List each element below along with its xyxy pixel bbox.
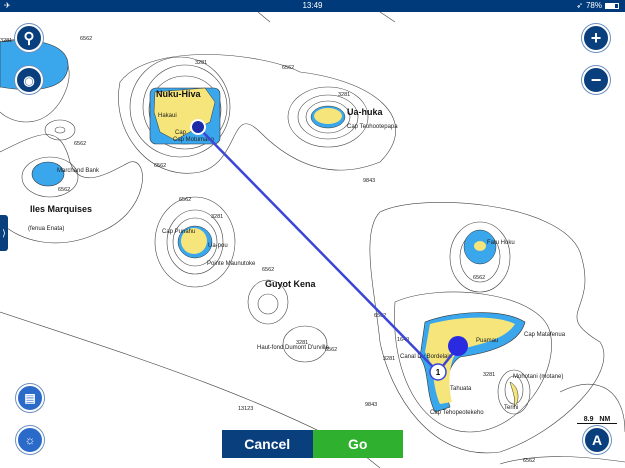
- svg-text:3281: 3281: [296, 340, 308, 346]
- svg-text:Canal Du Bordelais: Canal Du Bordelais: [400, 354, 452, 360]
- svg-text:Cap: Cap: [175, 130, 187, 136]
- svg-text:6562: 6562: [262, 267, 274, 273]
- route-line: [197, 126, 439, 373]
- svg-text:Cap Teohootepapa: Cap Teohootepapa: [347, 124, 398, 130]
- svg-text:Hakaui: Hakaui: [158, 113, 177, 119]
- svg-text:Mohotani (motane): Mohotani (motane): [513, 374, 563, 380]
- svg-text:13123: 13123: [238, 406, 253, 412]
- depth-labels: 3281 6562 3281 6562 3281 6562 6562 6562 …: [0, 36, 535, 464]
- svg-text:6562: 6562: [473, 275, 485, 281]
- svg-text:3281: 3281: [0, 38, 12, 44]
- svg-text:Pointe Maunutoke: Pointe Maunutoke: [207, 261, 256, 267]
- route-actions: Cancel Go: [222, 430, 403, 458]
- svg-text:Cap Motumano: Cap Motumano: [173, 137, 215, 143]
- svg-text:Marchand Bank: Marchand Bank: [57, 168, 100, 174]
- depth-contours: [0, 12, 625, 468]
- status-bar: ✈ 13:49 ➶78%: [0, 0, 625, 12]
- plus-icon: +: [590, 28, 602, 48]
- place-labels: Nuku-Hiva Hakaui Cap Cap Motumano Ua-huk…: [28, 89, 566, 416]
- scale-bar: 8.9 NM: [577, 416, 617, 424]
- svg-text:1640: 1640: [397, 337, 409, 343]
- search-button[interactable]: ⚲: [15, 24, 43, 52]
- svg-text:Terihi: Terihi: [504, 405, 518, 411]
- layers-icon: ▤: [24, 391, 36, 405]
- svg-text:Ua-pou: Ua-pou: [208, 243, 228, 249]
- svg-text:Nuku-Hiva: Nuku-Hiva: [156, 89, 202, 99]
- scale-unit: NM: [599, 416, 611, 423]
- svg-text:6562: 6562: [325, 347, 337, 353]
- clock: 13:49: [302, 1, 323, 10]
- svg-text:6562: 6562: [154, 163, 166, 169]
- svg-text:Haut-fond Dumont D'urville: Haut-fond Dumont D'urville: [257, 345, 330, 351]
- waypoint-label: 1: [436, 368, 441, 377]
- fatu-huku-island: [463, 229, 497, 265]
- start-marker-icon[interactable]: [190, 119, 206, 135]
- battery-percent: 78%: [585, 1, 602, 10]
- destination-marker[interactable]: [448, 336, 468, 356]
- svg-text:3281: 3281: [195, 60, 207, 66]
- svg-text:Guyot Kena: Guyot Kena: [265, 279, 317, 289]
- measure-button[interactable]: A: [583, 426, 611, 454]
- svg-text:3281: 3281: [338, 92, 350, 98]
- svg-text:Iles Marquises: Iles Marquises: [30, 204, 92, 214]
- svg-text:Cap Matafenua: Cap Matafenua: [524, 332, 566, 338]
- mohotani-island: [509, 381, 519, 408]
- svg-text:Cap Tehopeotekeho: Cap Tehopeotekeho: [430, 410, 484, 416]
- compass-button[interactable]: ☼: [16, 426, 44, 454]
- airplane-icon: ✈: [4, 1, 11, 10]
- side-panel-handle[interactable]: ⟩: [0, 215, 8, 251]
- svg-text:Tahuata: Tahuata: [450, 386, 472, 392]
- svg-text:Puamau: Puamau: [476, 338, 498, 344]
- go-button[interactable]: Go: [312, 430, 403, 458]
- nautical-chart[interactable]: 3281 6562 3281 6562 3281 6562 6562 6562 …: [0, 12, 625, 468]
- battery-icon: [605, 2, 619, 9]
- scale-value: 8.9: [583, 416, 594, 423]
- svg-text:(fenua Enata): (fenua Enata): [28, 226, 64, 232]
- svg-text:3281: 3281: [211, 214, 223, 220]
- svg-text:3281: 3281: [383, 356, 395, 362]
- marchand-bank-shoal: [31, 161, 65, 187]
- zoom-in-button[interactable]: +: [582, 24, 610, 52]
- location-arrow-icon: ➶: [576, 1, 583, 10]
- layers-button[interactable]: ▤: [16, 384, 44, 412]
- svg-text:6562: 6562: [523, 458, 535, 464]
- svg-text:6562: 6562: [58, 187, 70, 193]
- svg-text:9843: 9843: [365, 402, 377, 408]
- svg-text:6562: 6562: [74, 141, 86, 147]
- svg-text:6562: 6562: [80, 36, 92, 42]
- svg-text:9843: 9843: [363, 178, 375, 184]
- cancel-button[interactable]: Cancel: [222, 430, 313, 458]
- divider-compass-icon: A: [591, 432, 603, 448]
- ua-pou-island: [177, 225, 213, 259]
- svg-text:6562: 6562: [282, 65, 294, 71]
- compass-icon: ☼: [24, 433, 36, 447]
- camera-button[interactable]: ◉: [15, 66, 43, 94]
- svg-text:Fatu Huku: Fatu Huku: [487, 240, 515, 246]
- svg-text:6562: 6562: [374, 313, 386, 319]
- waypoint-marker[interactable]: [429, 363, 447, 381]
- svg-text:Ua-huka: Ua-huka: [347, 107, 384, 117]
- search-icon: ⚲: [23, 29, 35, 47]
- camera-icon: ◉: [23, 72, 35, 88]
- svg-text:6562: 6562: [179, 197, 191, 203]
- zoom-out-button[interactable]: −: [582, 66, 610, 94]
- svg-text:3281: 3281: [483, 372, 495, 378]
- chevron-right-icon: ⟩: [2, 227, 6, 238]
- hiva-oa-island: [419, 312, 526, 413]
- minus-icon: −: [590, 70, 602, 90]
- svg-text:Cap Punahu: Cap Punahu: [162, 229, 195, 235]
- ua-huka-island: [310, 105, 346, 129]
